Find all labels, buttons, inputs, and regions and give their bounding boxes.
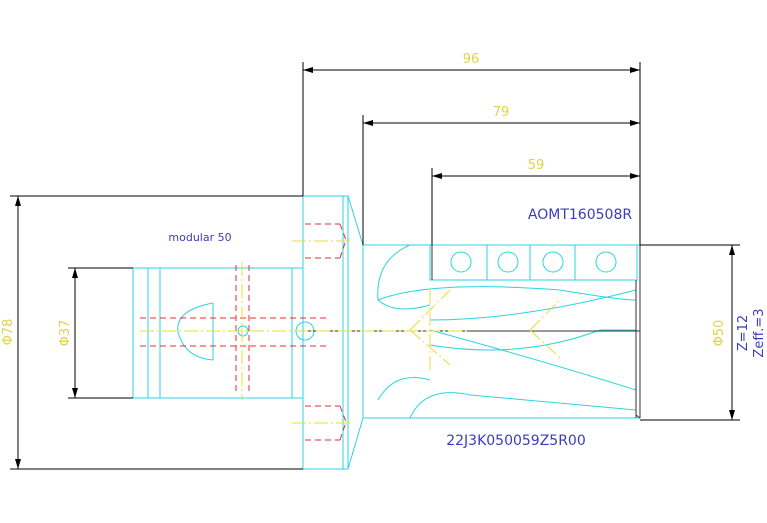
dim-dia-50-label: Φ50 <box>712 320 727 347</box>
teeth-count-label: Z=12 <box>736 315 751 351</box>
adapter-label: modular 50 <box>168 231 231 244</box>
dim-96-label: 96 <box>463 52 480 67</box>
dimension-arrows <box>15 67 735 469</box>
insert-code-label: AOMT160508R <box>528 207 632 223</box>
tool-code-label: 22J3K050059Z5R00 <box>446 433 586 449</box>
cutter-body-lines <box>303 245 641 419</box>
dim-dia-78-label: Φ78 <box>1 319 16 346</box>
dim-59-label: 59 <box>528 158 545 173</box>
dimension-lines <box>10 62 740 470</box>
dim-dia-37-label: Φ37 <box>58 320 73 347</box>
dim-79-label: 79 <box>493 105 510 120</box>
effective-teeth-label: Zeff.=3 <box>752 308 767 357</box>
hidden-lines <box>140 223 347 441</box>
center-lines <box>140 240 561 424</box>
